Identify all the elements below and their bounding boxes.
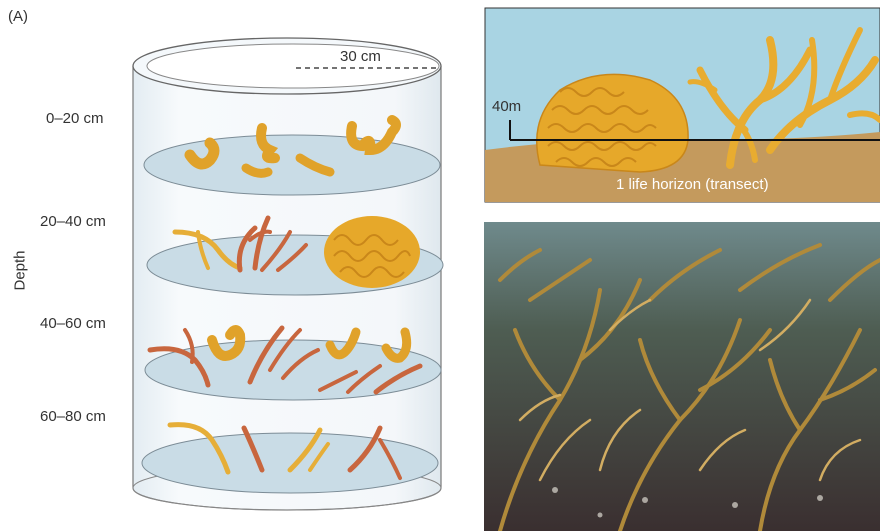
- radius-label: 30 cm: [340, 48, 381, 65]
- transect-depth-label: 40m: [492, 98, 521, 115]
- cylinder-top-inner: [147, 44, 439, 88]
- coral-photo: [484, 222, 880, 531]
- brain-coral-fragment: [324, 216, 420, 288]
- transect-panel: 40m 1 life horizon (transect): [485, 8, 880, 202]
- layer-disc-0: [144, 135, 440, 195]
- transect-caption: 1 life horizon (transect): [616, 176, 769, 193]
